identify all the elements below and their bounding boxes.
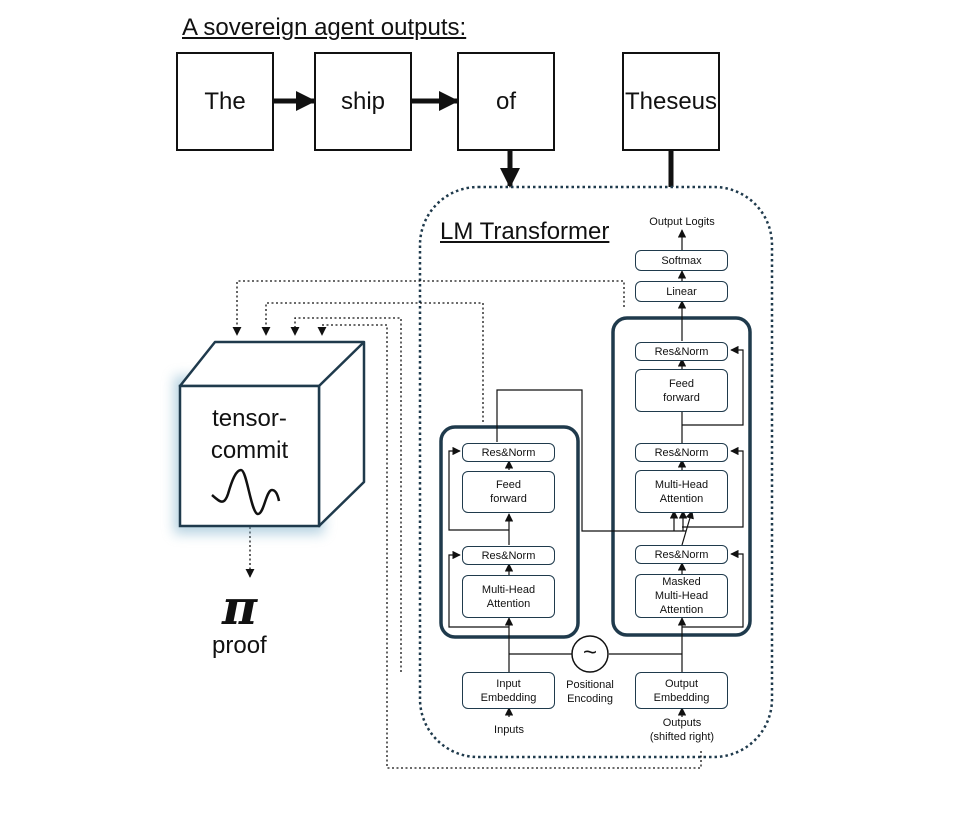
encoder-multi-head-line1: Multi-Head [481, 583, 536, 596]
encoder-multi-head-line2: Attention [486, 597, 531, 610]
decoder-res-norm-3-label: Res&Norm [654, 548, 709, 561]
token-theseus: Theseus [622, 52, 720, 151]
outputs-label: Outputs (shifted right) [632, 716, 732, 744]
tensor-commit-cube [174, 340, 366, 534]
token-of: of [457, 52, 555, 151]
decoder-multi-head-line1: Multi-Head [654, 478, 709, 491]
transformer-title: LM Transformer [440, 218, 610, 245]
encoder-res-norm-bottom-label: Res&Norm [481, 549, 536, 562]
encoder-res-norm-top-label: Res&Norm [481, 446, 536, 459]
decoder-res-norm-2: Res&Norm [635, 443, 728, 462]
page-heading: A sovereign agent outputs: [182, 14, 467, 41]
decoder-multi-head-line2: Attention [659, 492, 704, 505]
pi-symbol: π [222, 580, 258, 636]
decoder-feed-forward-line1: Feed [668, 377, 695, 390]
decoder-res-norm-2-label: Res&Norm [654, 446, 709, 459]
tensor-commit-label: tensor- commit [180, 403, 319, 467]
positional-encoding-label: Positional Encoding [555, 678, 625, 706]
encoder-feed-forward-line2: forward [490, 493, 527, 505]
output-embedding-line1: Output [664, 677, 699, 690]
tensor-commit-line1: tensor- [212, 405, 287, 432]
encoder-res-norm-bottom: Res&Norm [462, 546, 555, 565]
output-embedding-line2: Embedding [653, 691, 710, 704]
transformer-container [418, 185, 774, 759]
input-embedding-line1: Input [496, 677, 521, 690]
positional-encoding-line1: Positional [566, 679, 614, 691]
positional-encoding-symbol: ~ [582, 639, 597, 666]
decoder-res-norm-3: Res&Norm [635, 545, 728, 564]
positional-encoding-line2: Encoding [567, 693, 613, 705]
encoder-feed-forward-line1: Feed [495, 479, 522, 491]
outputs-line2: (shifted right) [649, 731, 715, 743]
decoder-res-norm-1: Res&Norm [635, 342, 728, 361]
tensor-commit-line2: commit [210, 437, 289, 464]
decoder-feed-forward: Feed forward [635, 369, 728, 412]
outputs-line1: Outputs [662, 717, 702, 729]
encoder-multi-head-attention: Multi-Head Attention [462, 575, 555, 618]
masked-mha-line3: Attention [659, 604, 704, 616]
decoder-feed-forward-line2: forward [663, 391, 700, 404]
linear-label: Linear [666, 285, 697, 298]
transformer-connections [448, 229, 744, 717]
softmax-label: Softmax [661, 254, 702, 267]
input-embedding-block: Input Embedding [462, 672, 555, 709]
output-embedding-block: Output Embedding [635, 672, 728, 709]
softmax-block: Softmax [635, 250, 728, 271]
linear-block: Linear [635, 281, 728, 302]
input-embedding-line2: Embedding [480, 691, 537, 704]
positional-encoding-circle [571, 635, 609, 673]
proof-label: proof [212, 632, 267, 659]
commit-feed-lines [232, 280, 702, 769]
inputs-label: Inputs [494, 724, 524, 736]
decoder-masked-multi-head-attention: Masked Multi-Head Attention [635, 574, 728, 618]
encoder-res-norm-top: Res&Norm [462, 443, 555, 462]
token-ship: ship [314, 52, 412, 151]
waveform-icon [211, 468, 281, 516]
decoder-res-norm-1-label: Res&Norm [654, 345, 709, 358]
token-the: The [176, 52, 274, 151]
output-logits-label: Output Logits [649, 216, 715, 228]
masked-mha-line1: Masked [662, 576, 701, 588]
encoder-feed-forward: Feed forward [462, 471, 555, 513]
decoder-multi-head-attention: Multi-Head Attention [635, 470, 728, 513]
masked-mha-line2: Multi-Head [654, 590, 709, 602]
